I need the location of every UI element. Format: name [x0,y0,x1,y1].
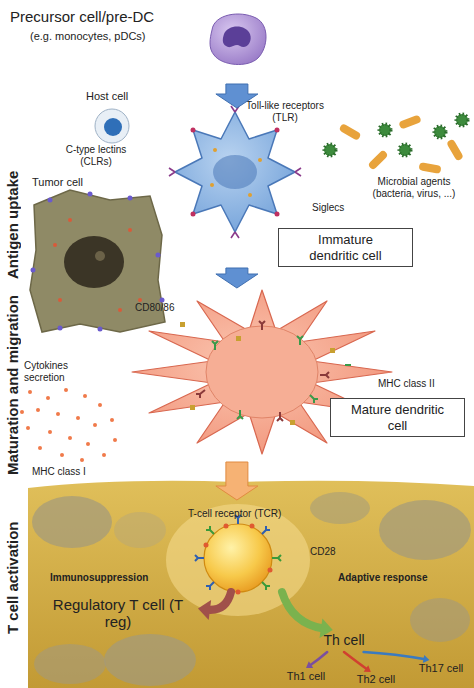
precursor-cell: Precursor cell/pre-DC (e.g. monocytes, pD… [8,4,300,84]
mature-dc: Mature dendritic cell [120,288,468,462]
arrow-head [198,600,211,620]
molecule-label: CD80/86 [135,302,174,314]
microbe-label: Microbial agents (bacteria, virus, ...) [358,176,470,199]
th17-cell: Th17 cell [412,660,470,678]
cell-examples: (e.g. monocytes, pDCs) [30,30,146,43]
t-cell: T-cell receptor (TCR) CD28 [180,500,350,592]
stage-heading: Antigen uptake [4,150,24,300]
receptor-label: CD28 [310,546,336,558]
differentiation-arrow [364,652,430,663]
flow-line [344,652,367,670]
arrow-head [364,665,371,672]
subset-label: Th17 cell [412,662,470,675]
differentiation-arrow [306,652,327,668]
process-arrow [216,84,258,108]
block-arrow [216,462,258,500]
immature-dc-illustration [169,106,301,238]
immature-dc: Immature dendritic cell [120,108,416,268]
block-arrow [216,268,258,288]
subset-label: Th2 cell [350,673,402,686]
flow-line [364,652,426,659]
cell-label: Tumor cell [32,176,83,189]
differentiation-arrow [344,652,371,672]
stage-heading: Maturation and migration [4,305,24,475]
th1-cell: Th1 cell [280,668,332,686]
precursor-illustration [210,14,266,64]
cytokine-dots [20,388,117,462]
treg-cell: Regulatory T cell (T reg) [38,596,198,638]
process-arrow [216,268,258,288]
molecule-label: MHC class II [378,378,435,390]
arrow-head [423,655,430,663]
stage-box: Mature dendritic cell [330,398,465,437]
differentiation-arrow [198,592,231,620]
cell-label: Host cell [86,90,128,103]
receptor-label: Siglecs [312,202,344,214]
cytokine-label: Cytokines secretion [24,360,84,383]
th2-cell: Th2 cell [350,672,402,688]
cell-type-label: Regulatory T cell (T reg) [38,596,198,631]
stage-heading: T cell activation [4,495,24,660]
host-cell-illustration [95,109,129,143]
flow-line [310,652,328,666]
flow-line [282,592,325,629]
outcome-label: Adaptive response [338,572,427,584]
stage-box: Immature dendritic cell [278,228,413,267]
cell-title: Precursor cell/pre-DC [10,8,154,25]
differentiation-arrow [282,592,333,638]
arrow-head [320,618,333,638]
microbe-illustration [324,114,468,174]
tissue-background [28,481,474,688]
block-arrow [216,84,258,108]
arrow-head [306,661,313,668]
receptor-label: C-type lectins (CLRs) [58,144,134,167]
outcome-label: Immunosuppression [50,572,148,584]
process-arrow [216,462,258,500]
subset-label: Th1 cell [280,670,332,683]
receptor-label: T-cell receptor (TCR) [188,508,281,520]
molecule-label: MHC class I [32,466,86,478]
t-cell-illustration [195,515,281,595]
receptor-label: Toll-like receptors (TLR) [240,100,330,123]
